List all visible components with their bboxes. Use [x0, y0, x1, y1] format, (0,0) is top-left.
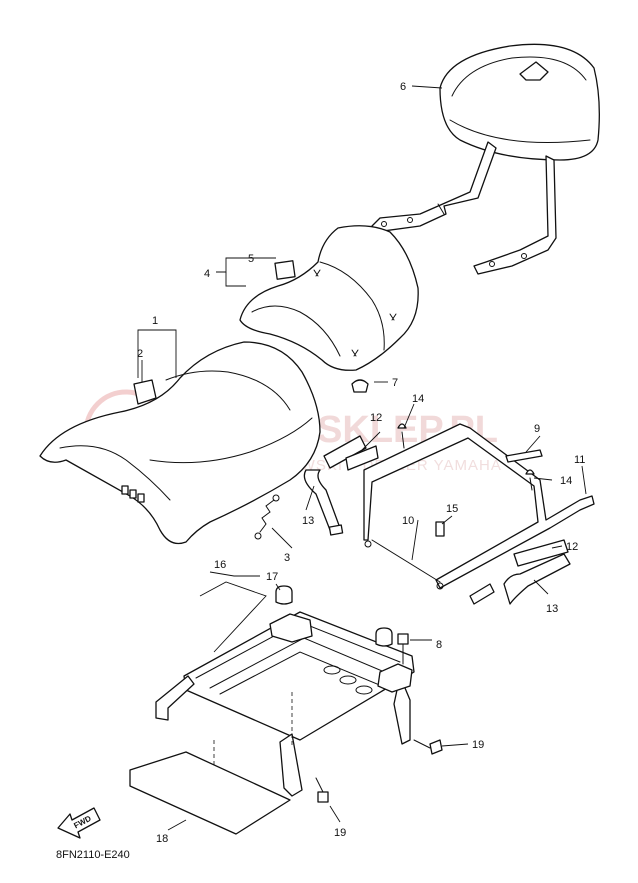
- callout-12-right: 12: [566, 541, 578, 553]
- fwd-arrow-icon: FWD: [57, 807, 101, 839]
- callout-17: 17: [266, 571, 278, 583]
- callout-11: 11: [574, 454, 585, 466]
- callout-14-right: 14: [560, 475, 572, 487]
- bolt-part-19-right: [413, 739, 443, 755]
- callout-15: 15: [446, 503, 458, 515]
- callout-9: 9: [534, 423, 540, 435]
- callout-13-right: 13: [546, 603, 558, 615]
- callout-3: 3: [284, 552, 290, 564]
- callout-16: 16: [214, 559, 226, 571]
- rider-seat: [39, 341, 321, 545]
- callout-10: 10: [402, 515, 414, 527]
- callout-14-left: 14: [412, 393, 424, 405]
- callout-13-left: 13: [302, 515, 314, 527]
- callout-4: 4: [204, 268, 210, 280]
- callout-1: 1: [152, 315, 158, 327]
- diagram-code: 8FN2110-E240: [56, 849, 130, 861]
- callout-7: 7: [392, 377, 398, 389]
- grab-strap-left: [303, 435, 379, 536]
- passenger-seat: [239, 225, 419, 371]
- callout-19-right: 19: [472, 739, 484, 751]
- callout-2: 2: [137, 348, 143, 360]
- strip-part-9: [505, 449, 543, 463]
- underseat-sheet-part-18: [129, 751, 291, 835]
- damper-part-17: [275, 585, 393, 647]
- grommet-part-7: [351, 379, 369, 393]
- callout-numbers: 1 2 3 4 5 6 7 8 9 10 11 12 12 13 13 14 1…: [137, 81, 585, 845]
- seat-base-frame: [155, 611, 415, 797]
- callout-12-left: 12: [370, 412, 382, 424]
- leader-lines: [137, 85, 587, 831]
- bolt-part-8: [397, 633, 409, 665]
- spring-part-3: [254, 494, 280, 540]
- bolt-part-19-bottom: [315, 777, 329, 803]
- grab-bar-frame: [363, 423, 595, 590]
- callout-18: 18: [156, 833, 168, 845]
- callout-8: 8: [436, 639, 442, 651]
- grab-strap-right: [469, 539, 571, 605]
- callout-19-bottom: 19: [334, 827, 346, 839]
- callout-5: 5: [248, 253, 254, 265]
- callout-6: 6: [400, 81, 406, 93]
- backrest: [371, 43, 600, 275]
